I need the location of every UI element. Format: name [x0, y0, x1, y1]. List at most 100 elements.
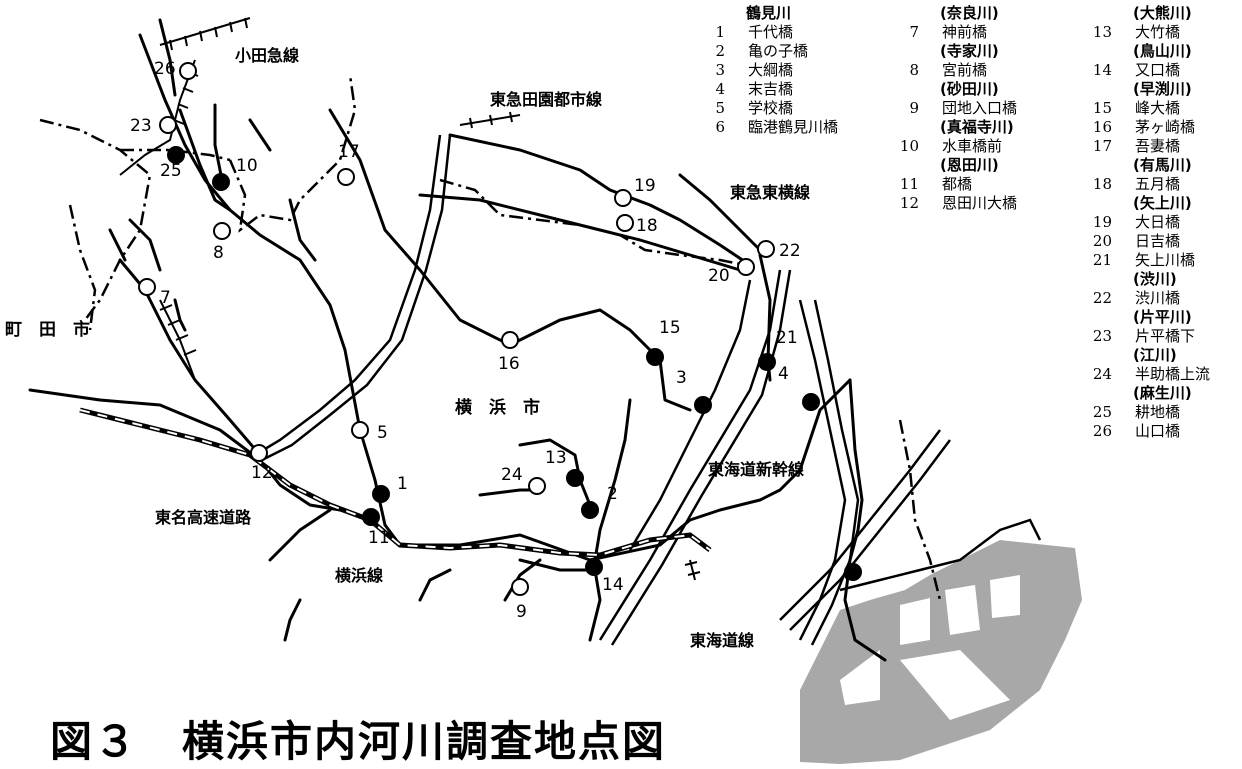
survey-point-17 [337, 168, 355, 186]
legend-site-number: 9 [909, 99, 919, 117]
legend-river-name: (早渕川) [1133, 80, 1192, 98]
survey-point-9 [511, 578, 529, 596]
legend-river-name: (大熊川) [1133, 4, 1192, 22]
legend-site-name: 片平橋下 [1135, 327, 1196, 345]
legend-site-row: 6 臨港鶴見川橋 [703, 118, 878, 137]
legend-site-name: 都橋 [942, 175, 973, 193]
survey-point-22 [757, 240, 775, 258]
legend-river-name: 鶴見川 [746, 4, 792, 22]
legend-site-number: 18 [1092, 175, 1112, 193]
survey-point-21 [758, 353, 776, 371]
legend-river-name: (矢上川) [1133, 194, 1192, 212]
survey-point-label: 18 [636, 216, 658, 236]
legend-river-name: (鳥山川) [1133, 42, 1192, 60]
legend-site-name: 宮前橋 [942, 61, 988, 79]
legend-river-heading: (大熊川) [1090, 4, 1240, 23]
legend-site-number: 6 [715, 118, 725, 136]
legend-site-row: 1 千代橋 [703, 23, 878, 42]
legend-site-name: 大日橋 [1135, 213, 1181, 231]
label-odakyu: 小田急線 [235, 46, 300, 65]
legend-site-number: 3 [715, 61, 725, 79]
legend-site-name: 学校橋 [748, 99, 794, 117]
survey-point-label: 11 [368, 528, 390, 548]
legend-site-number: 2 [715, 42, 725, 60]
legend-site-name: 亀の子橋 [748, 42, 809, 60]
survey-point-4 [802, 393, 820, 411]
legend-river-name: (渋川) [1133, 270, 1177, 288]
legend-site-name: 山口橋 [1135, 422, 1181, 440]
legend-site-number: 10 [899, 137, 919, 155]
legend-site-number: 7 [909, 23, 919, 41]
legend-site-row: 3 大綱橋 [703, 61, 878, 80]
survey-point-13 [566, 469, 584, 487]
legend-site-number: 4 [715, 80, 725, 98]
legend-site-name: 吾妻橋 [1135, 137, 1181, 155]
survey-point-label: 4 [778, 364, 789, 384]
survey-point-1 [372, 485, 390, 503]
legend-river-name: (奈良川) [940, 4, 999, 22]
legend-site-number: 13 [1092, 23, 1112, 41]
legend-site-number: 25 [1092, 403, 1112, 421]
legend-site-row: 13 大竹橋 [1090, 23, 1240, 42]
label-yokohama-line: 横浜線 [335, 566, 384, 585]
legend-site-name: 末吉橋 [748, 80, 794, 98]
legend-site-number: 17 [1092, 137, 1112, 155]
survey-point-14 [585, 558, 603, 576]
legend-site-number: 16 [1092, 118, 1112, 136]
legend-site-number: 1 [715, 23, 725, 41]
legend-site-row: 17 吾妻橋 [1090, 137, 1240, 156]
survey-point-label: 24 [501, 465, 523, 485]
legend-river-name: (有馬川) [1133, 156, 1192, 174]
survey-point-label: 10 [236, 156, 258, 176]
legend-site-name: 大綱橋 [748, 61, 794, 79]
legend-site-name: 水車橋前 [942, 137, 1003, 155]
legend-site-name: 神前橋 [942, 23, 988, 41]
legend-site-number: 14 [1092, 61, 1112, 79]
survey-point-label: 12 [251, 463, 273, 483]
survey-point-label: 22 [779, 241, 801, 261]
legend-site-row: 18 五月橋 [1090, 175, 1240, 194]
legend-site-number: 5 [715, 99, 725, 117]
legend-river-heading: (鳥山川) [1090, 42, 1240, 61]
survey-point-label: 16 [498, 354, 520, 374]
label-machida: 町 田 市 [5, 320, 90, 340]
legend-river-heading: (片平川) [1090, 308, 1240, 327]
label-tomei: 東名高速道路 [155, 508, 252, 527]
legend-site-row: 5 学校橋 [703, 99, 878, 118]
legend-site-name: 五月橋 [1135, 175, 1181, 193]
survey-point-label: 17 [338, 142, 360, 162]
legend-site-row: 7 神前橋 [897, 23, 1072, 42]
survey-point-label: 5 [377, 423, 388, 443]
legend-river-heading: (渋川) [1090, 270, 1240, 289]
legend-site-name: 恩田川大橋 [942, 194, 1018, 212]
survey-point-label: 13 [545, 448, 567, 468]
survey-point-3 [694, 396, 712, 414]
survey-point-19 [614, 189, 632, 207]
legend-river-heading: (砂田川) [897, 80, 1072, 99]
legend-site-number: 21 [1092, 251, 1112, 269]
survey-point-16 [501, 331, 519, 349]
legend-site-name: 大竹橋 [1135, 23, 1181, 41]
legend-site-name: 千代橋 [748, 23, 794, 41]
survey-point-24 [528, 477, 546, 495]
legend-site-name: 渋川橋 [1135, 289, 1181, 307]
survey-point-8 [213, 222, 231, 240]
survey-point-6 [844, 563, 862, 581]
survey-point-label: 21 [776, 328, 798, 348]
legend-site-number: 24 [1092, 365, 1112, 383]
legend-river-name: (真福寺川) [940, 118, 1014, 136]
legend-site-name: 臨港鶴見川橋 [748, 118, 839, 136]
survey-point-2 [581, 501, 599, 519]
survey-point-5 [351, 421, 369, 439]
survey-point-25 [167, 146, 185, 164]
legend-river-heading: (江川) [1090, 346, 1240, 365]
